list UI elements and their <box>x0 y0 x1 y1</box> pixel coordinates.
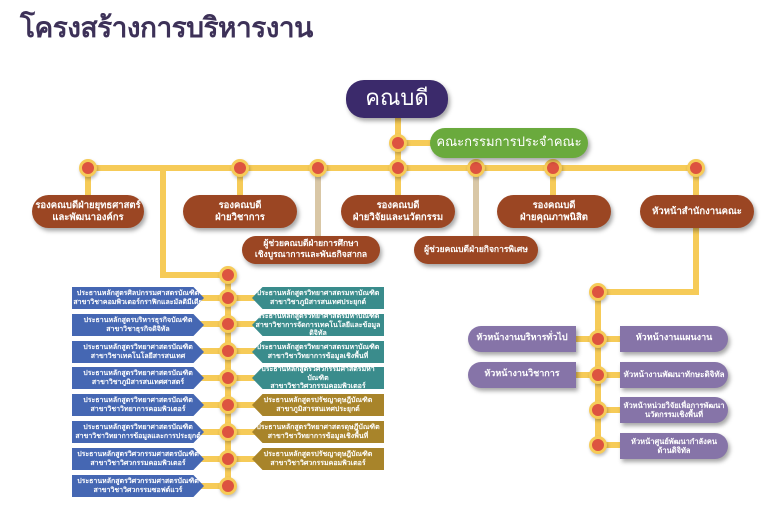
program-label: ประธานหลักสูตรวิทยาศาสตรดุษฎีบัณฑิต สาขา… <box>256 423 380 440</box>
bachelor-program-box: ประธานหลักสูตรวิทยาศาสตรบัณฑิต สาขาวิชาภ… <box>72 367 204 389</box>
node-dot <box>219 266 237 284</box>
program-label: ประธานหลักสูตรปรัชญาดุษฎีบัณฑิต สาขาภูมิ… <box>263 396 373 413</box>
deputy-academic-box: รองคณบดี ฝ่ายวิชาการ <box>183 195 297 228</box>
office-unit-box: หัวหน้าหน่วยวิจัยเพื่อการพัฒนา นวัตกรรมเ… <box>620 397 728 423</box>
node-dot <box>687 159 705 177</box>
node-dot <box>589 401 607 419</box>
assistant-special-box: ผู้ช่วยคณบดีฝ่ายกิจการพิเศษ <box>414 236 538 264</box>
bachelor-program-box: ประธานหลักสูตรวิศวกรรมศาสตรบัณฑิต สาขาวิ… <box>72 475 204 497</box>
node-dot <box>219 396 237 414</box>
bachelor-program-box: ประธานหลักสูตรบริหารธุรกิจบัณฑิต สาขาวิช… <box>72 314 204 336</box>
bachelor-program-box: ประธานหลักสูตรวิทยาศาสตรบัณฑิต สาขาวิชาเ… <box>72 341 204 363</box>
bachelor-program-box: ประธานหลักสูตรวิศวกรรมศาสตรบัณฑิต สาขาวิ… <box>72 448 204 470</box>
master-program-box: ประธานหลักสูตรวิศวกรรมศาสตรมหาบัณฑิต สาข… <box>252 367 384 389</box>
master-program-box: ประธานหลักสูตรวิทยาศาสตรมหาบัณฑิต สาขาวิ… <box>252 314 384 336</box>
node-dot <box>544 159 562 177</box>
node-dot <box>589 283 607 301</box>
node-dot <box>219 450 237 468</box>
node-dot <box>219 477 237 495</box>
node-dot <box>219 369 237 387</box>
node-dot <box>219 423 237 441</box>
doctor-program-box: ประธานหลักสูตรปรัชญาดุษฎีบัณฑิต สาขาภูมิ… <box>252 394 384 416</box>
office-unit-box: หัวหน้างานแผนงาน <box>620 326 728 352</box>
program-label: ประธานหลักสูตรปรัชญาดุษฎีบัณฑิต สาขาวิชา… <box>263 450 373 467</box>
node-dot <box>589 366 607 384</box>
program-label: ประธานหลักสูตรวิทยาศาสตรมหาบัณฑิต สาขาวิ… <box>256 343 380 360</box>
deputy-strategy-box: รองคณบดีฝ่ายยุทธศาสตร์ และพัฒนาองค์กร <box>32 195 144 228</box>
deputy-label: หัวหน้าสำนักงานคณะ <box>652 205 742 217</box>
assistant-integrated-box: ผู้ช่วยคณบดีฝ่ายการศึกษา เชิงบูรณาการและ… <box>242 236 380 264</box>
committee-box: คณะกรรมการประจำคณะ <box>430 128 588 158</box>
bachelor-program-box: ประธานหลักสูตรวิทยาศาสตรบัณฑิต สาขาวิชาว… <box>72 421 204 443</box>
office-connector <box>595 225 699 295</box>
office-unit-label: หัวหน้างานบริหารทั่วไป <box>476 333 568 344</box>
node-dot <box>389 134 407 152</box>
office-unit-box: หัวหน้าศูนย์พัฒนากำลังคน ด้านดิจิทัล <box>620 433 728 459</box>
office-unit-label: หัวหน้าหน่วยวิจัยเพื่อการพัฒนา นวัตกรรมเ… <box>623 400 725 419</box>
committee-label: คณะกรรมการประจำคณะ <box>436 134 582 150</box>
assistant-label: ผู้ช่วยคณบดีฝ่ายกิจการพิเศษ <box>424 244 528 255</box>
doctor-program-box: ประธานหลักสูตรปรัชญาดุษฎีบัณฑิต สาขาวิชา… <box>252 448 384 470</box>
program-label: ประธานหลักสูตรวิทยาศาสตรบัณฑิต สาขาวิชาว… <box>83 396 193 413</box>
deputy-research-box: รองคณบดี ฝ่ายวิจัยและนวัตกรรม <box>341 195 455 228</box>
assistant-label: ผู้ช่วยคณบดีฝ่ายการศึกษา เชิงบูรณาการและ… <box>254 239 368 260</box>
node-dot <box>219 315 237 333</box>
office-unit-box: หัวหน้างานพัฒนาทักษะดิจิทัล <box>620 362 728 388</box>
bachelor-program-box: ประธานหลักสูตรศิลปกรรมศาสตรบัณฑิต สาขาวิ… <box>72 287 204 309</box>
node-dot <box>309 159 327 177</box>
program-connector <box>160 165 231 278</box>
node-dot <box>389 159 407 177</box>
node-dot <box>219 289 237 307</box>
program-label: ประธานหลักสูตรวิทยาศาสตรบัณฑิต สาขาวิชาว… <box>75 423 201 440</box>
program-label: ประธานหลักสูตรศิลปกรรมศาสตรบัณฑิต สาขาวิ… <box>73 289 203 306</box>
office-unit-label: หัวหน้างานพัฒนาทักษะดิจิทัล <box>623 370 725 379</box>
node-dot <box>79 159 97 177</box>
node-dot <box>219 342 237 360</box>
doctor-program-box: ประธานหลักสูตรวิทยาศาสตรดุษฎีบัณฑิต สาขา… <box>252 421 384 443</box>
program-label: ประธานหลักสูตรวิศวกรรมศาสตรมหาบัณฑิต สาข… <box>261 364 375 391</box>
office-head-box: หัวหน้าสำนักงานคณะ <box>640 195 754 228</box>
deputy-label: รองคณบดี ฝ่ายวิจัยและนวัตกรรม <box>352 199 444 223</box>
office-unit-label: หัวหน้าศูนย์พัฒนากำลังคน ด้านดิจิทัล <box>631 436 717 455</box>
master-program-box: ประธานหลักสูตรวิทยาศาสตรมหาบัณฑิต สาขาวิ… <box>252 287 384 309</box>
node-dot <box>589 436 607 454</box>
program-label: ประธานหลักสูตรวิทยาศาสตรบัณฑิต สาขาวิชาเ… <box>83 343 193 360</box>
node-dot <box>467 159 485 177</box>
program-label: ประธานหลักสูตรวิทยาศาสตรบัณฑิต สาขาวิชาภ… <box>83 369 193 386</box>
deputy-label: รองคณบดี ฝ่ายคุณภาพนิสิต <box>520 199 588 223</box>
program-label: ประธานหลักสูตรวิศวกรรมศาสตรบัณฑิต สาขาวิ… <box>77 477 199 494</box>
dean-label: คณบดี <box>365 86 429 112</box>
office-unit-label: หัวหน้างานแผนงาน <box>635 333 713 344</box>
office-unit-box: หัวหน้างานบริหารทั่วไป <box>468 326 576 352</box>
deputy-label: รองคณบดีฝ่ายยุทธศาสตร์ และพัฒนาองค์กร <box>35 199 141 223</box>
deputy-student-box: รองคณบดี ฝ่ายคุณภาพนิสิต <box>497 195 611 228</box>
office-unit-box: หัวหน้างานวิชาการ <box>468 362 576 388</box>
node-dot <box>589 330 607 348</box>
bachelor-program-box: ประธานหลักสูตรวิทยาศาสตรบัณฑิต สาขาวิชาว… <box>72 394 204 416</box>
dean-box: คณบดี <box>346 80 448 118</box>
program-label: ประธานหลักสูตรวิทยาศาสตรมหาบัณฑิต สาขาวิ… <box>255 311 381 338</box>
program-label: ประธานหลักสูตรบริหารธุรกิจบัณฑิต สาขาวิช… <box>83 316 193 333</box>
node-dot <box>231 159 249 177</box>
program-label: ประธานหลักสูตรวิศวกรรมศาสตรบัณฑิต สาขาวิ… <box>77 450 199 467</box>
office-unit-label: หัวหน้างานวิชาการ <box>484 369 560 380</box>
master-program-box: ประธานหลักสูตรวิทยาศาสตรมหาบัณฑิต สาขาวิ… <box>252 341 384 363</box>
program-label: ประธานหลักสูตรวิทยาศาสตรมหาบัณฑิต สาขาวิ… <box>256 289 380 306</box>
page-title: โครงสร้างการบริหารงาน <box>20 11 313 44</box>
deputy-label: รองคณบดี ฝ่ายวิชาการ <box>215 199 265 223</box>
